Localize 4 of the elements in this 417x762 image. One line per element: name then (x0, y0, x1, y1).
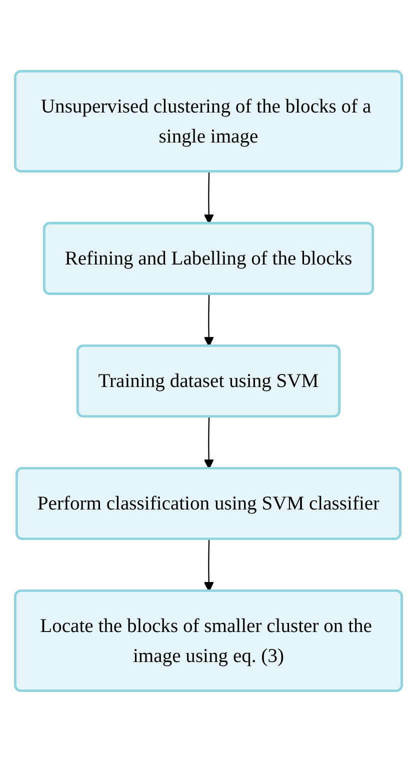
arrow (204, 539, 214, 592)
arrow (204, 294, 214, 347)
arrow (204, 416, 214, 470)
arrow (204, 172, 214, 224)
